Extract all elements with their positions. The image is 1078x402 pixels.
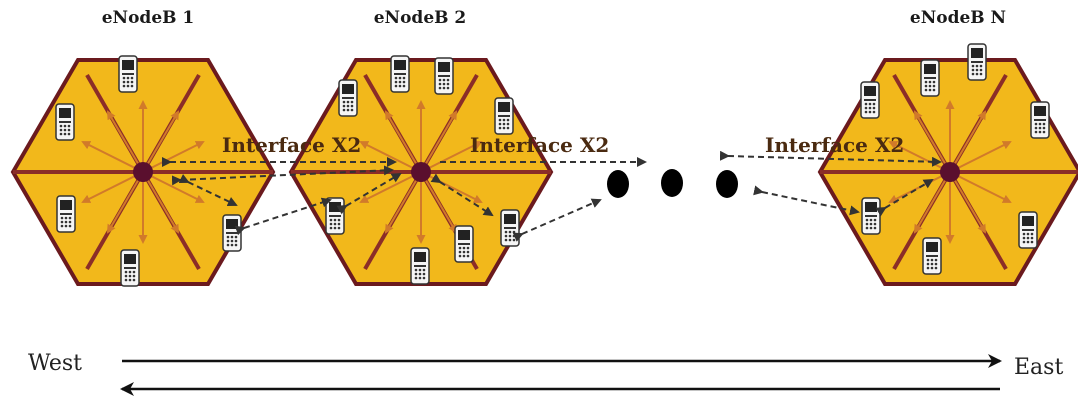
mobile-phone-icon — [434, 57, 454, 95]
phone-link — [171, 165, 394, 186]
west-label: West — [28, 351, 82, 376]
cell-enodeb-n — [820, 60, 1078, 284]
x2-link-prev-n — [719, 150, 942, 167]
mobile-phone-icon — [56, 195, 76, 233]
mobile-phone-icon — [120, 249, 140, 287]
cell-title-1: eNodeB 1 — [102, 8, 195, 28]
mobile-phone-icon — [55, 103, 75, 141]
mobile-phone-icon — [390, 55, 410, 93]
mobile-phone-icon — [922, 237, 942, 275]
cell-title-n: eNodeB N — [910, 8, 1006, 28]
phone-link — [753, 185, 860, 216]
mobile-phone-icon — [1030, 101, 1050, 139]
mobile-phone-icon — [860, 81, 880, 119]
mobile-phone-icon — [967, 43, 987, 81]
interface-label-1: Interface X2 — [222, 133, 361, 157]
mobile-phone-icon — [920, 59, 940, 97]
mobile-phone-icon — [494, 97, 514, 135]
mobile-phone-icon — [222, 214, 242, 252]
mobile-phone-icon — [861, 197, 881, 235]
phone-link — [178, 174, 238, 207]
x2-links — [162, 150, 942, 242]
phone-link — [512, 198, 602, 242]
mobile-phone-icon — [500, 209, 520, 247]
phone-link — [430, 173, 494, 217]
mobile-phone-icon — [410, 247, 430, 285]
east-label: East — [1014, 355, 1063, 380]
cell-title-2: eNodeB 2 — [374, 8, 467, 28]
mobile-phone-icon — [1018, 211, 1038, 249]
interface-label-2: Interface X2 — [470, 133, 609, 157]
phone-link — [875, 178, 934, 217]
ellipsis-dots — [607, 169, 738, 198]
mobile-phone-icon — [118, 55, 138, 93]
phone-link — [234, 197, 332, 236]
mobile-phone-icon — [325, 197, 345, 235]
interface-label-3: Interface X2 — [765, 133, 904, 157]
mobile-phone-icon — [454, 225, 474, 263]
mobile-phone-icon — [338, 79, 358, 117]
